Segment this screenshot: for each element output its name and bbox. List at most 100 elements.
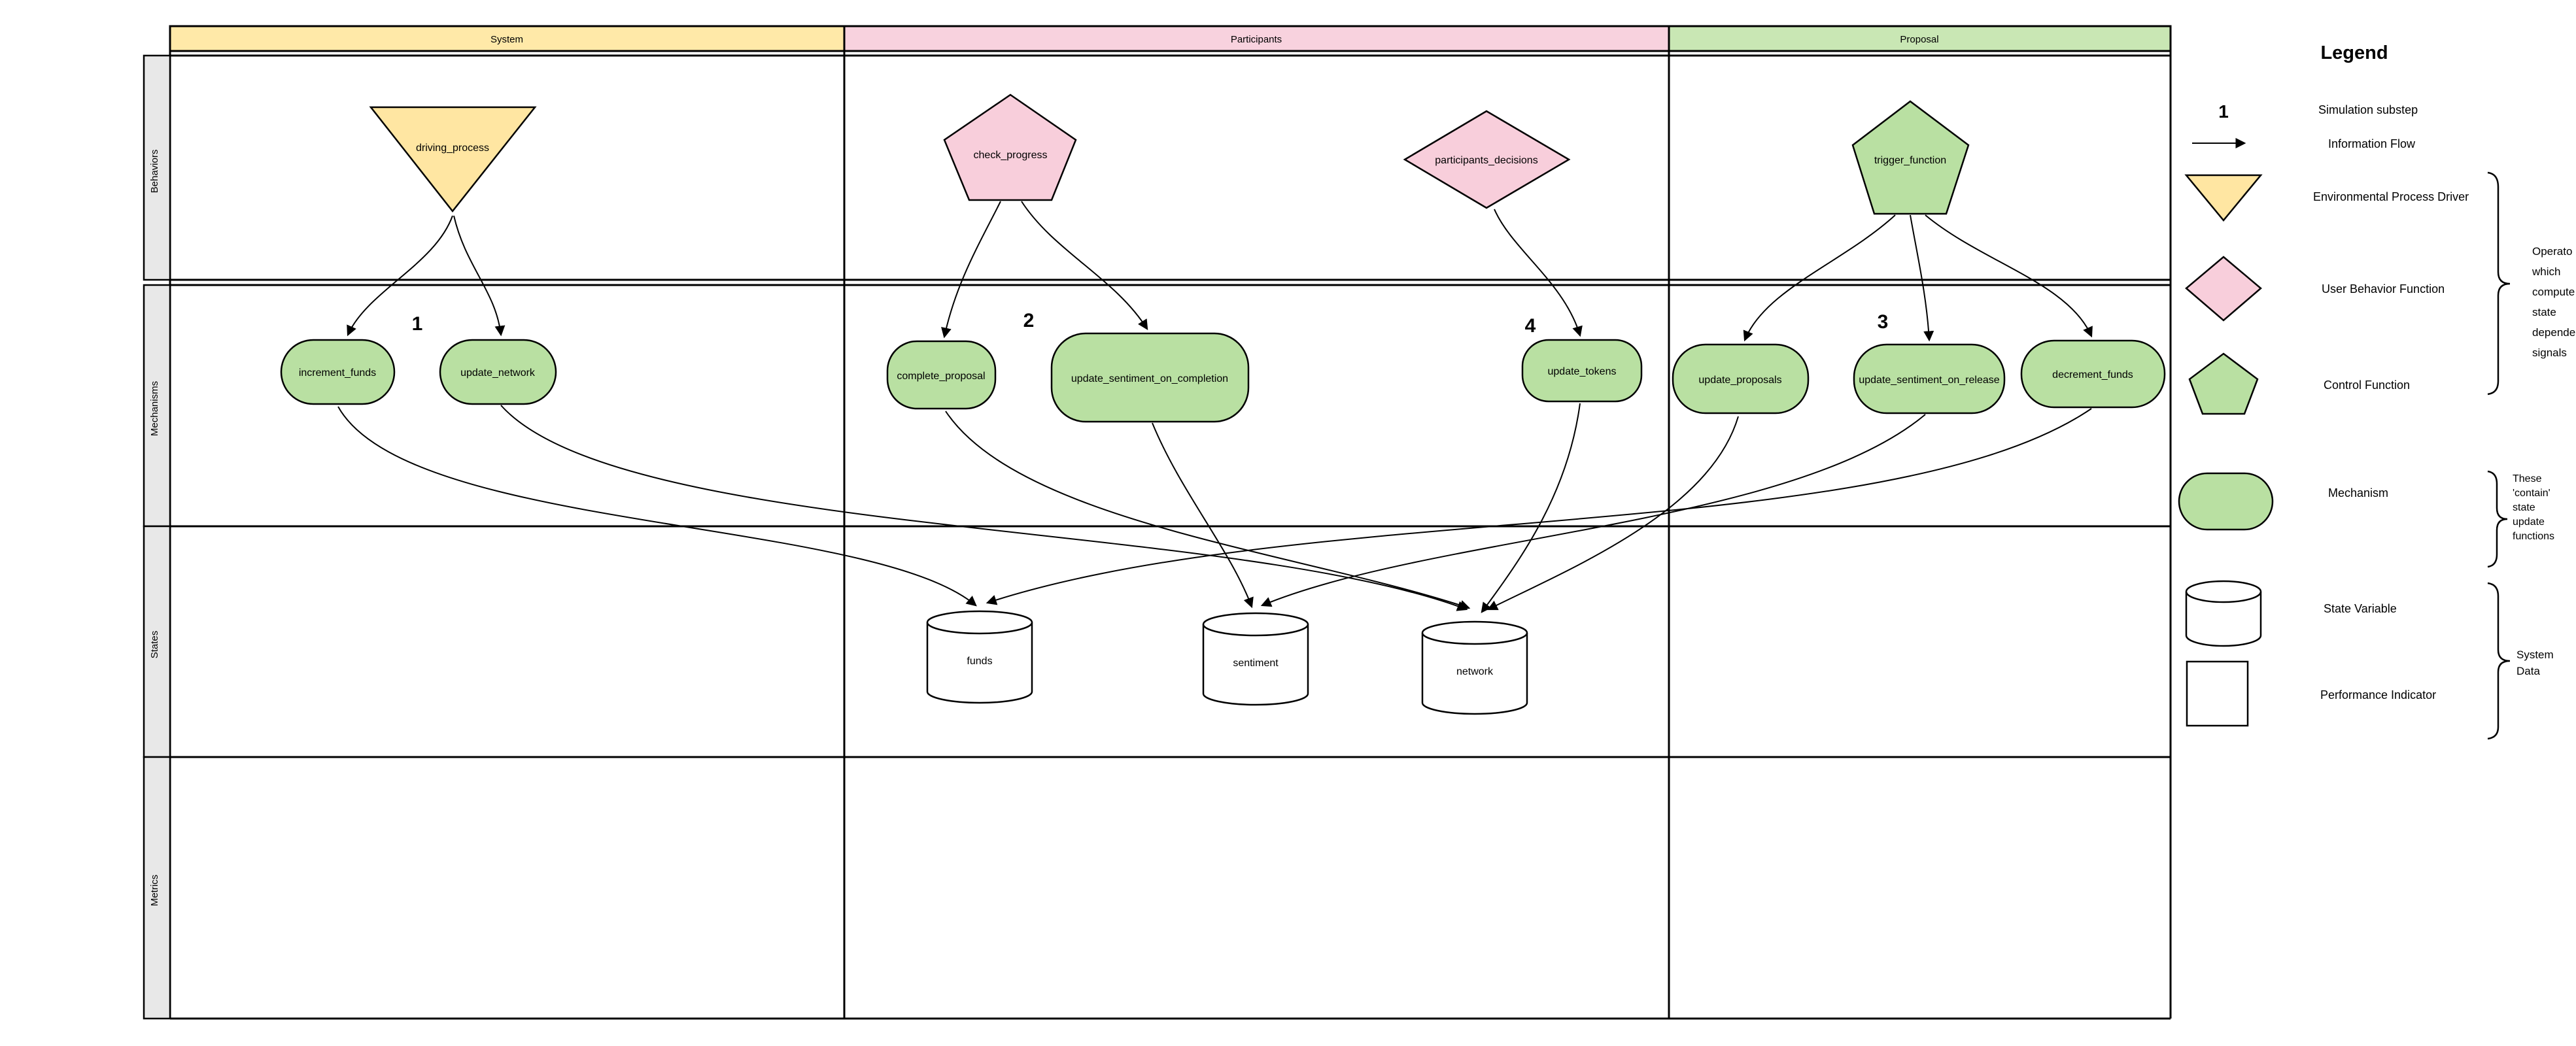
diamond-shape <box>1403 110 1571 209</box>
annotation-line: state <box>2532 306 2556 318</box>
annotation-line: update <box>2513 516 2545 528</box>
annotation-line: compute <box>2532 286 2575 298</box>
column-header-system-label: System <box>490 34 523 45</box>
edge-increment_funds-funds <box>337 406 977 607</box>
legend-item-information-flow-label: Information Flow <box>2328 137 2416 150</box>
substep-badge-4: 4 <box>1525 315 1536 337</box>
cylinder-shape <box>926 622 1033 704</box>
legend-cylinder-symbol <box>2185 592 2262 647</box>
mechanism-complete-proposal-label: complete_proposal <box>897 371 985 382</box>
state-funds-label: funds <box>967 656 992 667</box>
mechanism-update-sentiment-on-completion: update_sentiment_on_completion <box>1050 332 1250 423</box>
legend-square-symbol <box>2186 660 2249 727</box>
edge-check_progress-update_sentiment_on_completion <box>1021 201 1148 331</box>
mechanism-complete-proposal: complete_proposal <box>886 340 997 410</box>
substep-badge-1: 1 <box>412 313 423 335</box>
edge-driving_process-update_network <box>453 215 506 337</box>
edge-complete_proposal-network <box>945 411 1471 611</box>
cylinder-shape <box>1202 624 1309 706</box>
state-sentiment-label: sentiment <box>1233 658 1279 669</box>
legend-item-user-behavior-function-label: User Behavior Function <box>2322 282 2445 295</box>
mechanism-update-tokens: update_tokens <box>1521 339 1643 403</box>
legend-brace-system-data <box>2487 582 2511 740</box>
annotation-line: signals <box>2532 346 2567 359</box>
node-trigger-function: trigger_function <box>1851 100 1970 215</box>
edge-update_sentiment_on_release-sentiment <box>1260 414 1926 607</box>
cylinder-top <box>1421 620 1528 645</box>
column-header-system <box>169 25 846 52</box>
substep-badge-2: 2 <box>1023 310 1035 331</box>
legend-inverted-triangle-symbol <box>2184 174 2263 222</box>
stadium-shape <box>1672 343 1810 414</box>
legend-item-mechanism-label: Mechanism <box>2328 486 2388 499</box>
legend: Legend 1 Simulation substep Information … <box>2178 42 2575 740</box>
cylinder-top <box>1202 612 1309 637</box>
row-label-states: States <box>149 631 160 659</box>
edge-trigger_function-update_proposals <box>1743 214 1896 342</box>
legend-cylinder-top <box>2185 580 2262 603</box>
node-driving-process: driving_process <box>369 106 537 213</box>
annotation-line: Operato <box>2532 245 2572 258</box>
cylinder-shape <box>1421 633 1528 715</box>
stadium-shape <box>1521 339 1643 403</box>
substep-numbers: 1 2 4 3 <box>412 310 1889 337</box>
edge-trigger_function-update_sentiment_on_release <box>1910 214 1934 342</box>
state-funds: funds <box>926 610 1033 704</box>
node-driving-process-label: driving_process <box>416 143 489 154</box>
annotation-line: Data <box>2516 665 2540 677</box>
edge-check_progress-complete_proposal <box>941 201 1001 339</box>
stadium-shape <box>886 340 997 410</box>
row-label-cell-metrics <box>143 756 171 1020</box>
legend-annotation-state-update: These 'contain' state update functions <box>2513 473 2554 542</box>
node-trigger-function-label: trigger_function <box>1874 155 1946 166</box>
state-network-label: network <box>1456 666 1494 677</box>
mechanism-decrement-funds: decrement_funds <box>2020 339 2166 409</box>
substep-badge-3: 3 <box>1878 311 1889 333</box>
edge-trigger_function-decrement_funds <box>1925 214 2093 338</box>
stadium-shape <box>1050 332 1250 423</box>
annotation-line: 'contain' <box>2513 488 2550 499</box>
stadium-shape <box>439 339 557 405</box>
column-header-participants-label: Participants <box>1231 34 1282 45</box>
state-nodes: funds sentiment network <box>926 610 1528 715</box>
mechanism-increment-funds-label: increment_funds <box>299 367 376 379</box>
edge-driving_process-increment_funds <box>347 215 453 337</box>
mechanism-nodes: increment_funds update_network complete_… <box>280 332 2166 423</box>
node-check-progress: check_progress <box>943 93 1077 201</box>
column-header-participants <box>843 25 1670 52</box>
behavior-nodes: driving_process check_progress participa… <box>369 93 1970 215</box>
edge-update_proposals-network <box>1486 416 1739 611</box>
mechanism-update-tokens-label: update_tokens <box>1548 366 1617 377</box>
stadium-shape <box>1853 343 2006 414</box>
legend-item-environmental-process-driver-label: Environmental Process Driver <box>2313 190 2469 203</box>
mechanism-decrement-funds-label: decrement_funds <box>2052 369 2133 380</box>
annotation-line: which <box>2532 265 2560 278</box>
mechanism-update-network: update_network <box>439 339 557 405</box>
node-participants-decisions: participants_decisions <box>1403 110 1571 209</box>
row-label-metrics: Metrics <box>149 875 160 906</box>
legend-diamond-symbol <box>2185 256 2262 322</box>
mechanism-update-proposals: update_proposals <box>1672 343 1810 414</box>
state-sentiment: sentiment <box>1202 612 1309 706</box>
pentagon-shape <box>1851 100 1970 215</box>
edge-decrement_funds-funds <box>986 408 2092 605</box>
annotation-line: functions <box>2513 531 2554 542</box>
mechanism-update-sentiment-on-completion-label: update_sentiment_on_completion <box>1071 373 1228 384</box>
legend-brace-state-update <box>2487 470 2508 568</box>
legend-item-control-function-label: Control Function <box>2324 379 2410 392</box>
annotation-line: These <box>2513 473 2542 484</box>
annotation-line: System <box>2516 649 2554 661</box>
annotation-line: depende <box>2532 326 2575 339</box>
edge-update_sentiment_on_completion-sentiment <box>1152 422 1254 609</box>
information-flow-edges <box>337 201 2093 613</box>
legend-stadium-symbol <box>2178 472 2274 531</box>
edge-participants_decisions-update_tokens <box>1494 209 1583 337</box>
inverted-triangle-shape <box>369 106 537 213</box>
legend-item-performance-indicator-label: Performance Indicator <box>2320 688 2436 701</box>
row-label-mechanisms: Mechanisms <box>149 381 160 436</box>
legend-annotation-operators: Operato which compute state depende sign… <box>2532 245 2575 359</box>
node-participants-decisions-label: participants_decisions <box>1435 155 1537 166</box>
legend-annotation-system-data: System Data <box>2516 649 2554 677</box>
state-network: network <box>1421 620 1528 715</box>
